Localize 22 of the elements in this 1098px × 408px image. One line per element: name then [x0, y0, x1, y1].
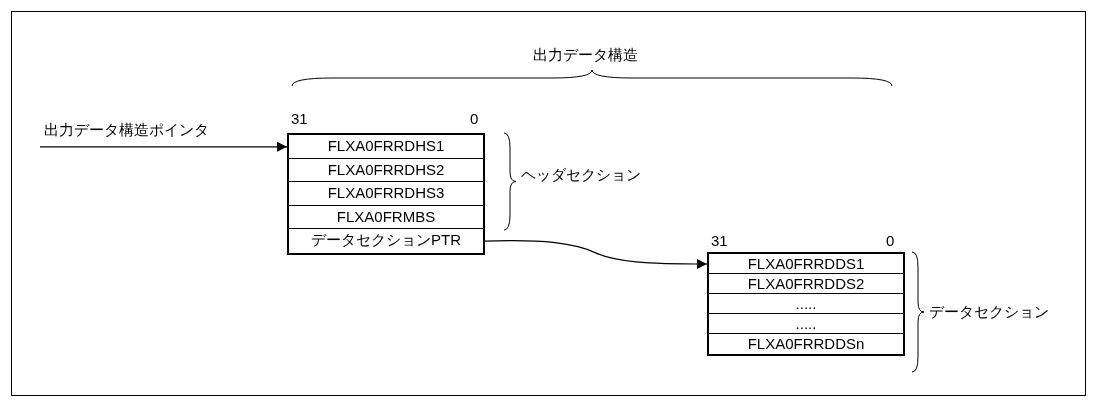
bit-number: 31	[711, 232, 728, 250]
diagram-title: 出力データ構造	[533, 46, 638, 64]
register-cell: .....	[709, 294, 903, 314]
bit-number: 0	[886, 232, 895, 250]
register-cell: データセクションPTR	[289, 229, 483, 253]
register-table	[707, 252, 905, 356]
register-cell: FLXA0FRRDHS2	[289, 158, 483, 183]
section-label: ヘッダセクション	[521, 166, 641, 184]
pointer-label: 出力データ構造ポインタ	[44, 121, 209, 139]
section-label: データセクション	[929, 303, 1049, 321]
arrow	[484, 240, 708, 269]
register-cell: FLXA0FRRDHS3	[289, 182, 483, 206]
arrow	[39, 141, 288, 152]
register-cell: FLXA0FRMBS	[289, 205, 483, 230]
register-cell: FLXA0FRRDDS2	[709, 274, 903, 294]
register-cell: FLXA0FRRDDSn	[709, 334, 903, 354]
register-table	[287, 133, 485, 255]
register-cell: FLXA0FRRDHS1	[289, 135, 483, 159]
register-cell: FLXA0FRRDDS1	[709, 254, 903, 274]
bit-number: 31	[291, 110, 308, 128]
register-cell: .....	[709, 314, 903, 334]
bit-number: 0	[470, 110, 479, 128]
